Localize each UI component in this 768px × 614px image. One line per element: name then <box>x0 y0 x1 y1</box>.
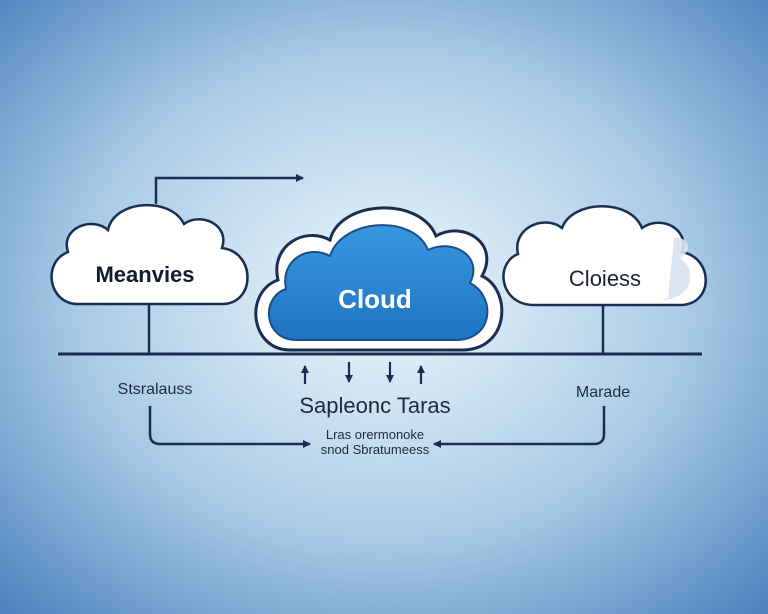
left-bottom-label: Stsralauss <box>117 381 193 398</box>
center-cloud-label: Cloud <box>338 284 412 314</box>
center-cloud-shape[interactable] <box>254 206 504 352</box>
right-bottom-label: Marade <box>575 384 631 401</box>
right-return-arrow <box>433 406 606 448</box>
left-cloud-label: Meanvies <box>95 262 195 287</box>
center-caption-line1: Lras orermonoke <box>325 427 425 442</box>
center-caption-line2: snod Sbratumeess <box>320 442 430 457</box>
center-bottom-label: Sapleonc Taras <box>299 393 451 418</box>
right-cloud-label: Cloiess <box>568 266 642 291</box>
left-return-arrow <box>148 406 311 448</box>
right-cloud-shape[interactable] <box>502 205 707 307</box>
left-cloud-shape[interactable] <box>50 203 249 306</box>
top-loop-arrow <box>154 174 304 204</box>
